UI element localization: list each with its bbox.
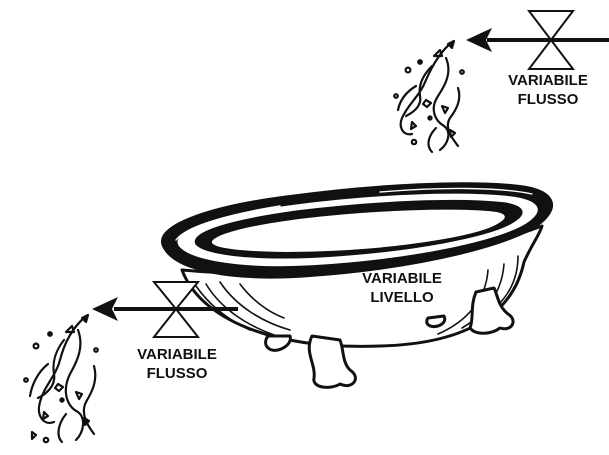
inflow-arrow-icon	[466, 28, 609, 52]
outflow-valve-icon	[151, 281, 201, 338]
bathtub-icon	[161, 182, 553, 348]
stock-label-line1: VARIABILE	[362, 270, 442, 287]
inflow-label-line2: FLUSSO	[517, 91, 579, 108]
outflow-label: VARIABILE FLUSSO	[118, 345, 236, 383]
inflow-label: VARIABILE FLUSSO	[493, 71, 603, 109]
inflow-label-line1: VARIABILE	[508, 72, 588, 89]
bathtub-foot-icon	[264, 286, 515, 389]
outflow-water-icon	[23, 313, 99, 444]
inflow-valve-icon	[526, 10, 576, 70]
inflow-water-icon	[393, 39, 465, 154]
outflow-label-line1: VARIABILE	[137, 346, 217, 363]
stock-label-line2: LIVELLO	[370, 289, 434, 306]
outflow-label-line2: FLUSSO	[146, 365, 208, 382]
stock-label: VARIABILE LIVELLO	[342, 269, 462, 307]
